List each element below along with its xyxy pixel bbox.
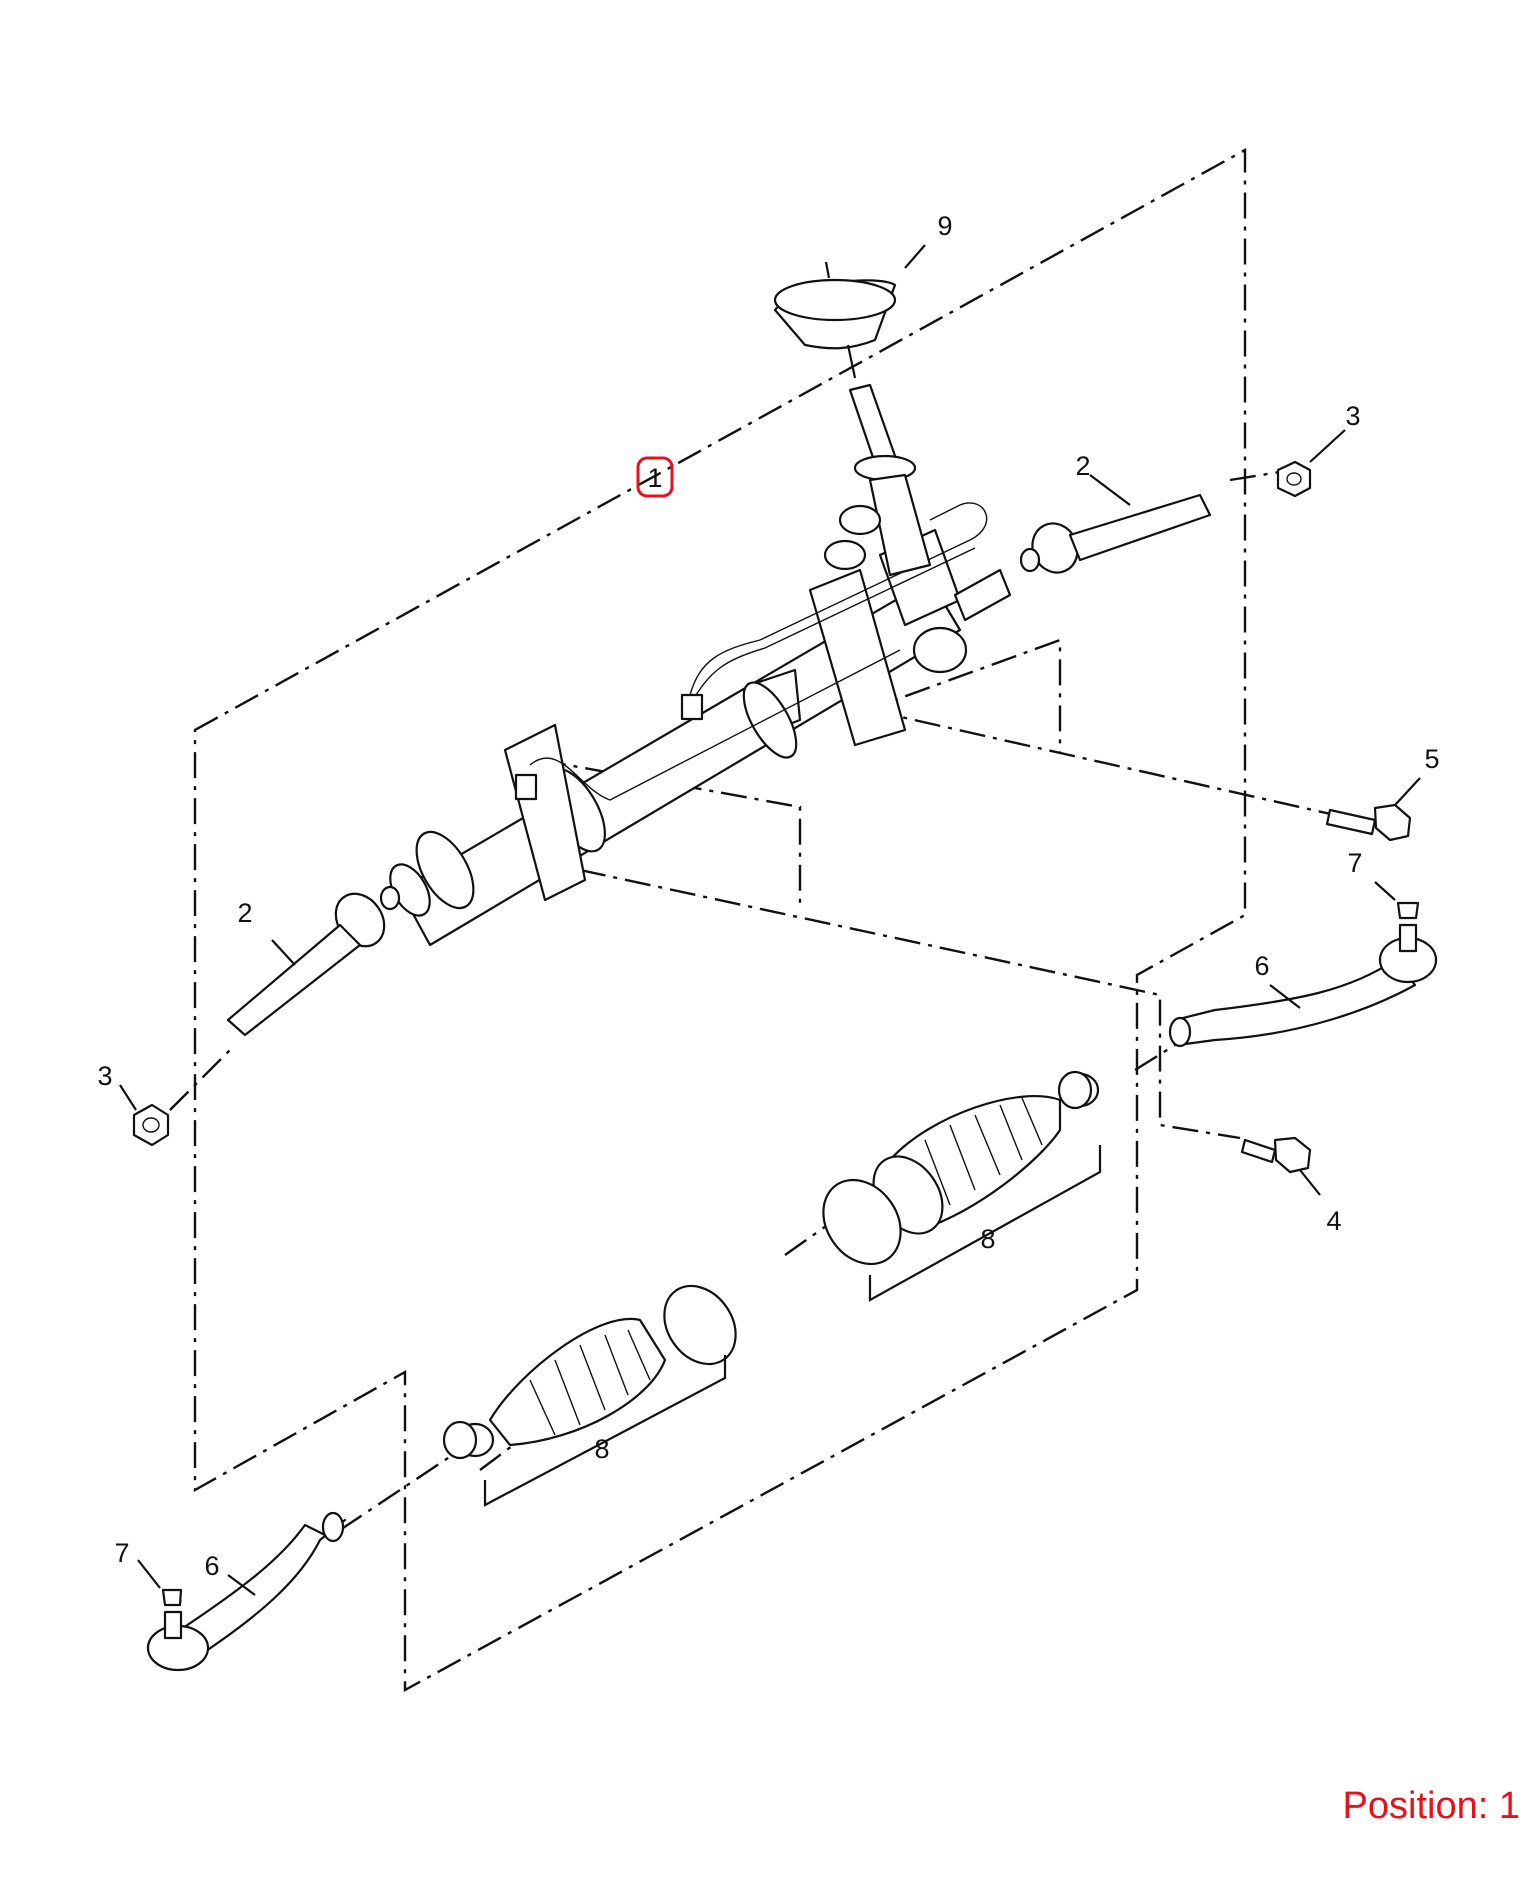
callout-9[interactable]: 9 [937,211,952,241]
callout-7-left[interactable]: 7 [114,1538,129,1568]
selected-part-highlight [636,456,674,498]
nut-left [132,1103,170,1147]
bolt-upper [1325,803,1412,842]
callout-7-right[interactable]: 7 [1347,848,1362,878]
callout-brackets [483,1145,1102,1507]
inner-tie-rod-right [1019,493,1212,574]
callout-4[interactable]: 4 [1326,1206,1341,1236]
bellows-boot-left [455,1284,737,1458]
nut-right [1276,460,1312,498]
pinion-dust-seal [773,261,897,379]
callout-8-upper[interactable]: 8 [980,1224,995,1254]
steering-rack-housing [389,502,1012,947]
callout-6-left[interactable]: 6 [204,1551,219,1581]
bellows-boot-right [822,1072,1100,1266]
callout-2-right[interactable]: 2 [1075,451,1090,481]
callout-3-left[interactable]: 3 [97,1061,112,1091]
leader-lines [119,244,1421,1596]
callout-2-left[interactable]: 2 [237,898,252,928]
callout-1[interactable]: 1 [647,463,662,493]
inner-tie-rod-left [226,885,401,1037]
tie-rod-end-right [1168,901,1438,1048]
boot-clamps [442,1070,1093,1460]
callout-5[interactable]: 5 [1424,744,1439,774]
bolt-lower [1240,1136,1312,1174]
callout-8-lower[interactable]: 8 [594,1434,609,1464]
callout-3-right[interactable]: 3 [1345,401,1360,431]
callout-6-right[interactable]: 6 [1254,951,1269,981]
tie-rod-end-left [146,1511,347,1672]
position-label: Position: 1 [1342,1785,1520,1827]
pinion-shaft [823,383,932,577]
